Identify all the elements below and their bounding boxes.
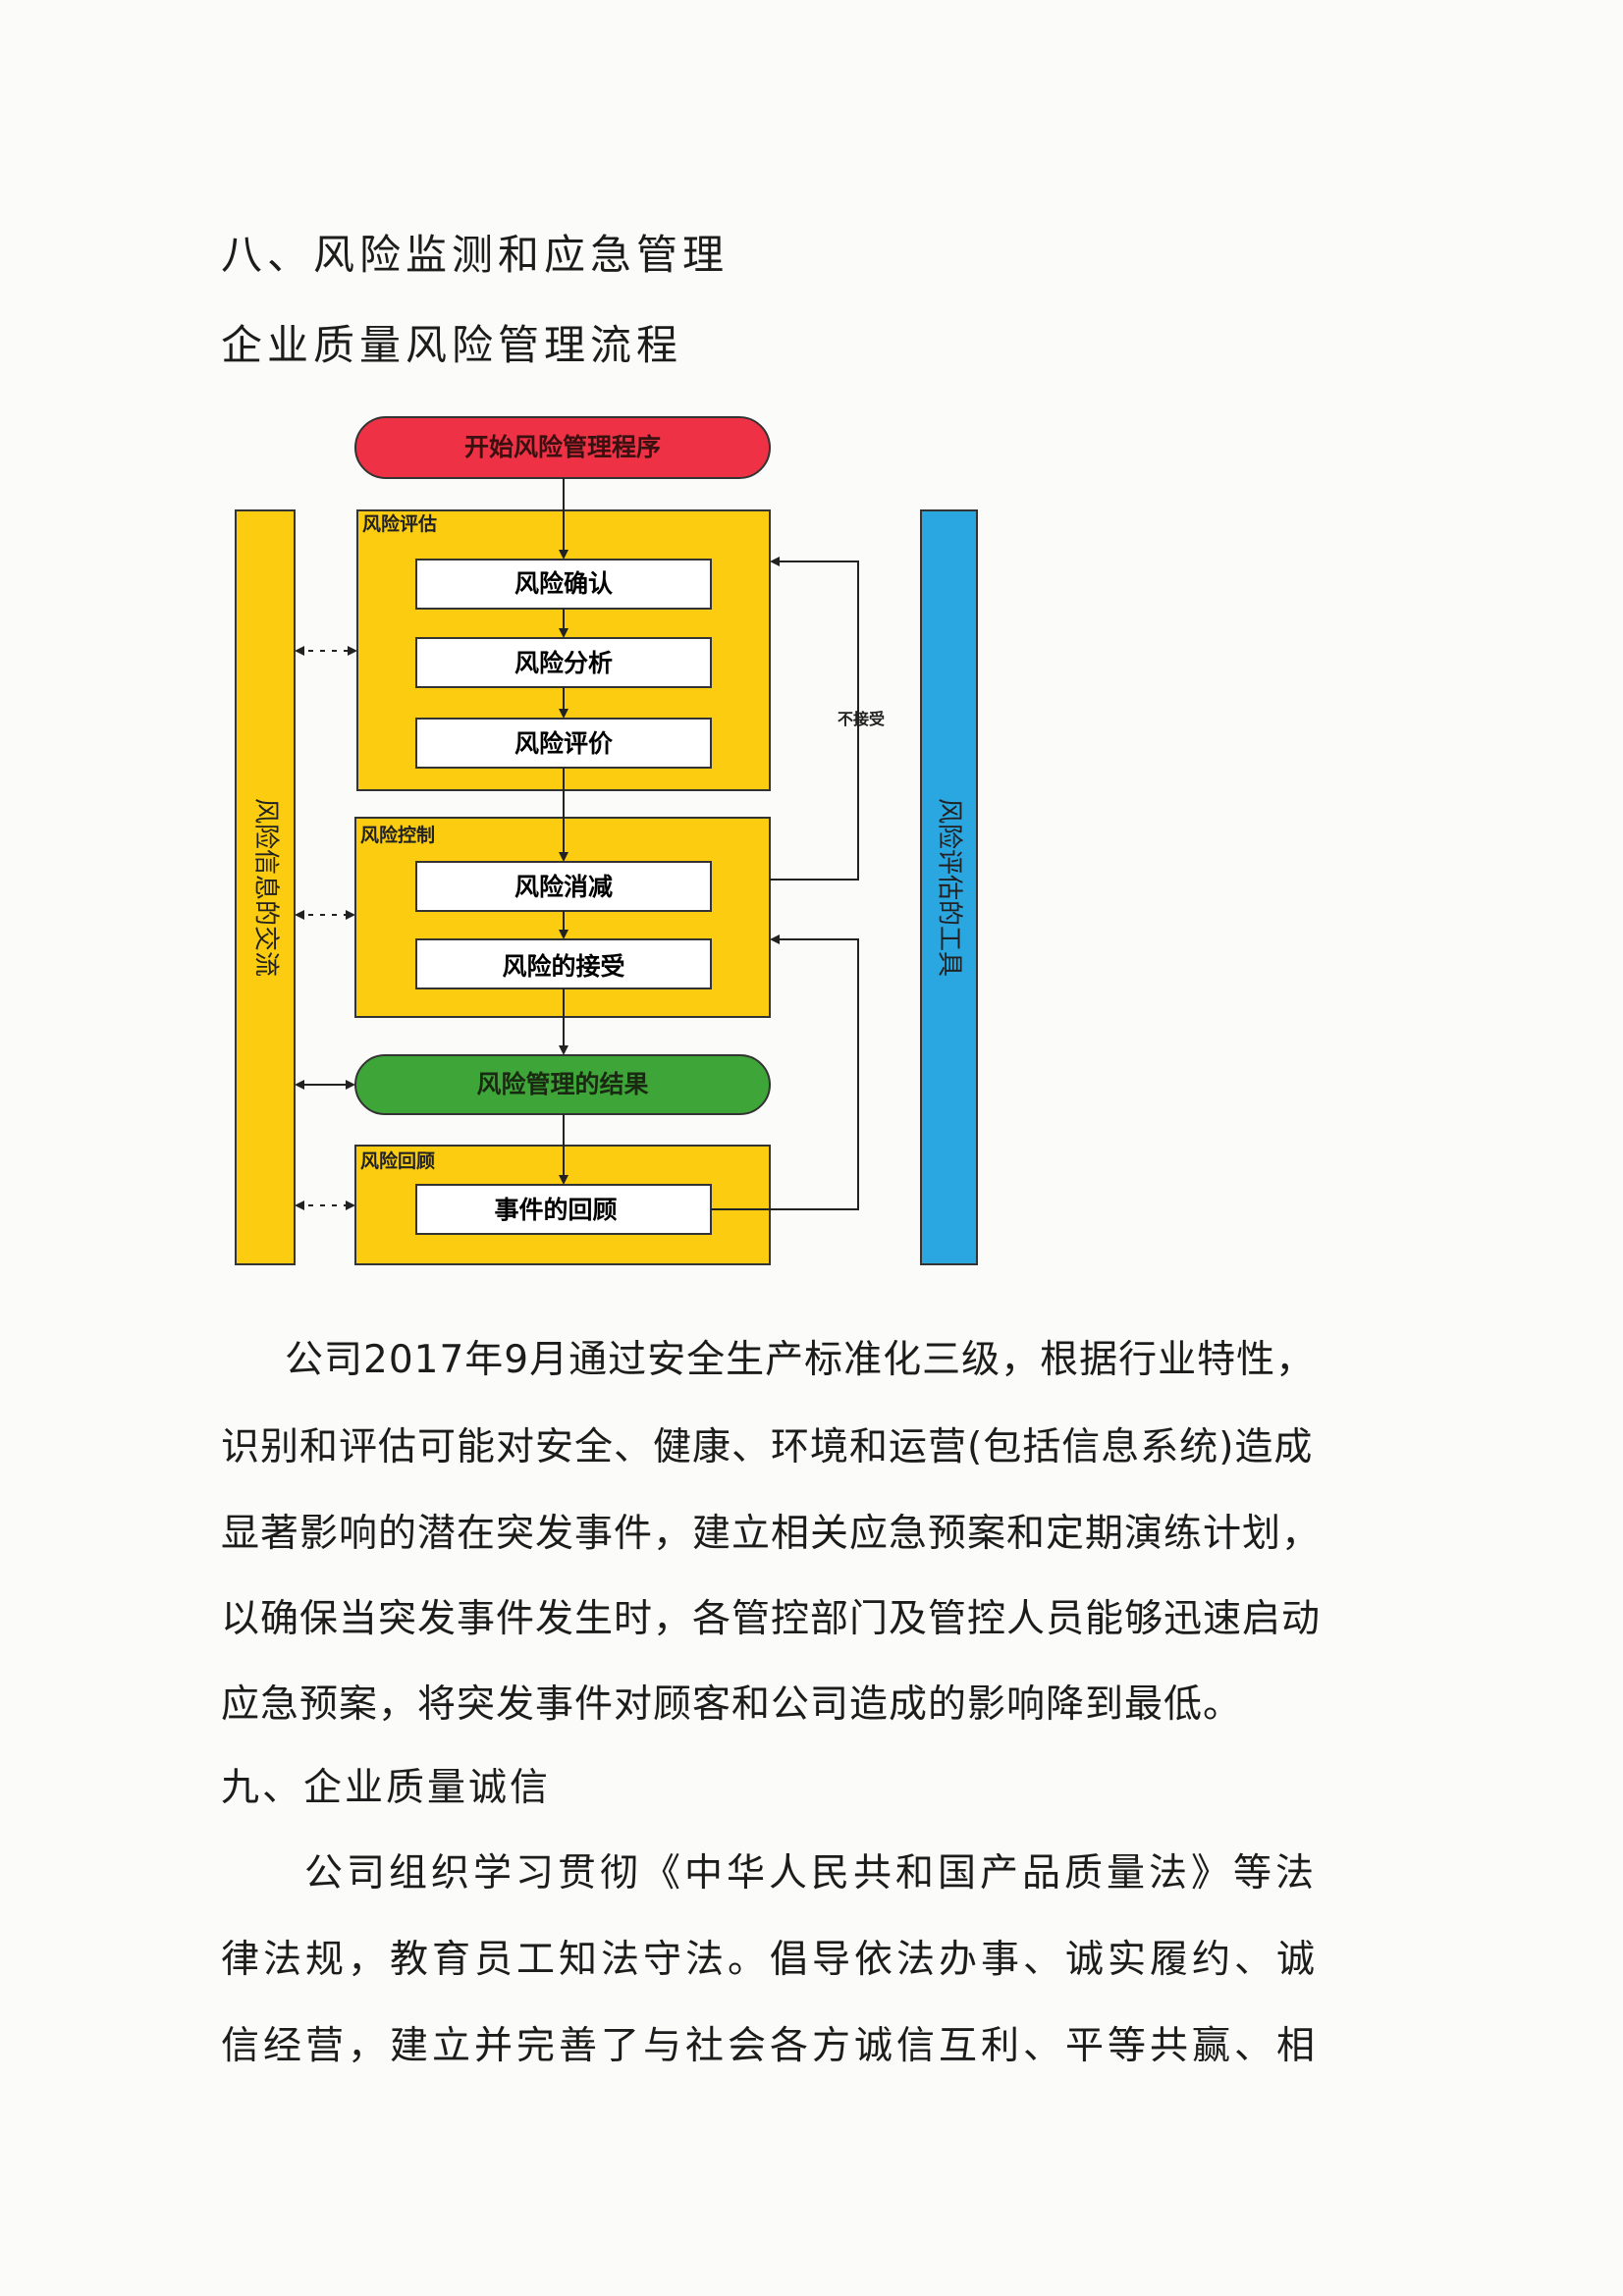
- step-event-review-box: [415, 1184, 712, 1235]
- step-reduce-box: [415, 861, 712, 912]
- left-bar-label: 风险信息的交流: [251, 798, 281, 977]
- paragraph-2-line-2: 律法规，教育员工知法守法。倡导依法办事、诚实履约、诚: [221, 1938, 1320, 1982]
- start-label: 开始风险管理程序: [464, 433, 661, 461]
- risk-assessment-group: 风险评估 风险确认 风险分析 风险评价: [356, 509, 771, 791]
- step-analyze-box: [415, 637, 712, 688]
- paragraph-1-line-1: 公司2017年9月通过安全生产标准化三级，根据行业特性，: [285, 1338, 1316, 1382]
- step-identify-label: 风险确认: [514, 569, 613, 598]
- assessment-label: 风险评估: [362, 512, 437, 535]
- paragraph-1-line-3: 显著影响的潜在突发事件，建立相关应急预案和定期演练计划，: [221, 1512, 1322, 1556]
- step-analyze-label: 风险分析: [514, 649, 613, 677]
- right-bar-label: 风险评估的工具: [935, 798, 964, 977]
- flowchart-title: 企业质量风险管理流程: [221, 321, 683, 369]
- paragraph-1-line-5: 应急预案，将突发事件对顾客和公司造成的影响降到最低。: [221, 1682, 1243, 1727]
- section-8-title: 八、风险监测和应急管理: [221, 231, 730, 279]
- step-evaluate-box: [415, 718, 712, 769]
- risk-review-group: 风险回顾 事件的回顾: [354, 1145, 771, 1265]
- step-event-review-label: 事件的回顾: [494, 1196, 617, 1224]
- not-accepted-loop: [770, 557, 859, 881]
- step-reduce-label: 风险消减: [514, 873, 613, 901]
- control-label: 风险控制: [360, 824, 435, 846]
- communication-connectors: [295, 646, 357, 1210]
- left-bar-risk-communication: 风险信息的交流: [235, 509, 296, 1265]
- not-accepted-label: 不接受: [838, 710, 885, 728]
- result-label: 风险管理的结果: [476, 1070, 648, 1098]
- result-node: 风险管理的结果: [354, 1054, 771, 1115]
- step-accept-label: 风险的接受: [502, 952, 624, 981]
- feedback-loops: [711, 557, 859, 1210]
- review-label: 风险回顾: [360, 1149, 435, 1172]
- step-evaluate-label: 风险评价: [514, 729, 614, 758]
- paragraph-2-line-1: 公司组织学习贯彻《中华人民共和国产品质量法》等法: [304, 1851, 1319, 1896]
- paragraph-1-line-2: 识别和评估可能对安全、健康、环境和运营(包括信息系统)造成: [221, 1425, 1314, 1469]
- left-bar-shape: [235, 509, 296, 1265]
- step-accept-box: [415, 938, 712, 989]
- review-loop: [711, 934, 859, 1210]
- right-bar-assessment-tools: 风险评估的工具: [920, 509, 978, 1265]
- start-node: 开始风险管理程序: [354, 416, 771, 479]
- step-identify-box: [415, 559, 712, 610]
- risk-management-flowchart: 风险信息的交流 风险评估的工具 开始风险管理程序 风险评估 风险确认 风险分析 …: [235, 416, 978, 1265]
- right-bar-shape: [920, 509, 978, 1265]
- paragraph-2-line-3: 信经营，建立并完善了与社会各方诚信互利、平等共赢、相: [221, 2024, 1320, 2068]
- section-9-title: 九、企业质量诚信: [221, 1766, 552, 1810]
- paragraph-1-line-4: 以确保当突发事件发生时，各管控部门及管控人员能够迅速启动: [221, 1597, 1322, 1641]
